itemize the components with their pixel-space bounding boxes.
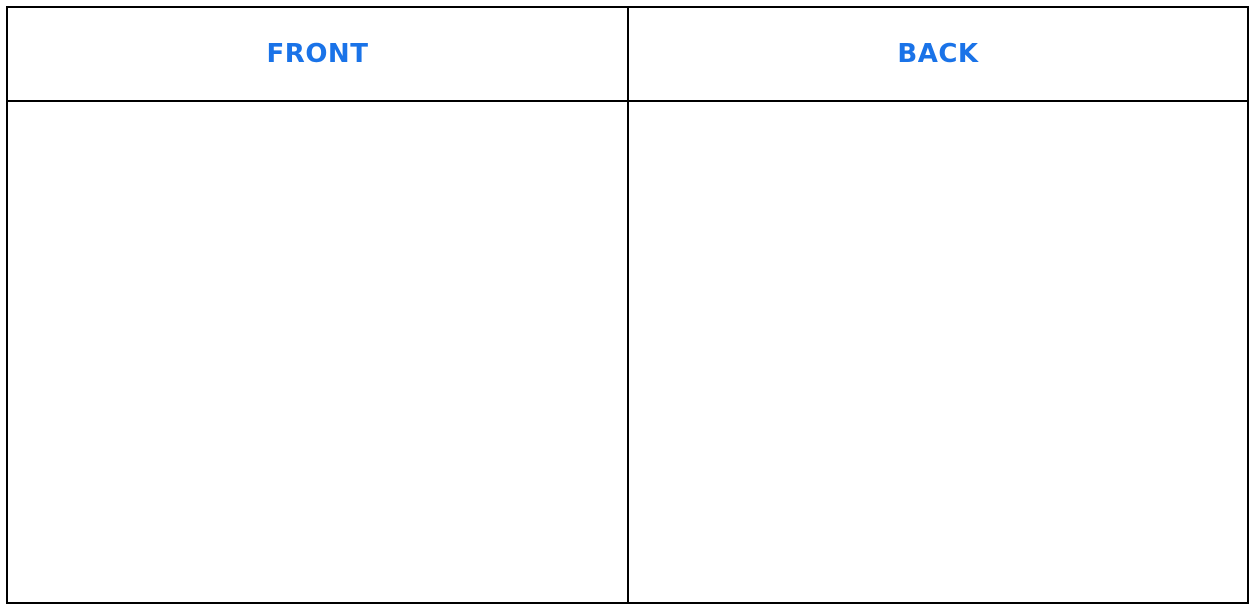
back-header-label: BACK bbox=[897, 39, 979, 69]
front-back-table: FRONT BACK bbox=[6, 6, 1249, 604]
back-content-cell bbox=[629, 102, 1247, 602]
back-header-cell: BACK bbox=[629, 8, 1247, 102]
front-header-label: FRONT bbox=[266, 39, 369, 69]
front-header-cell: FRONT bbox=[8, 8, 629, 102]
front-content-cell bbox=[8, 102, 629, 602]
